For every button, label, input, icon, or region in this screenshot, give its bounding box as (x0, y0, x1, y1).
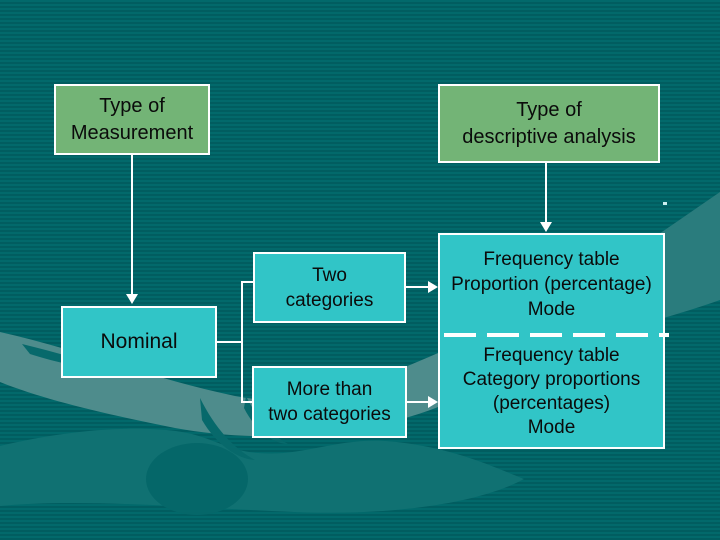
bracket-bottom-branch (243, 401, 252, 403)
background-speck (663, 202, 667, 205)
box-two-categories: Two categories (253, 252, 406, 323)
result-multi-categories-section: Frequency table Category proportions (pe… (440, 337, 663, 447)
box-more-than-two-categories: More than two categories (252, 366, 407, 438)
box-analysis-results: Frequency table Proportion (percentage) … (438, 233, 665, 449)
connector-more-than-two-to-results (407, 401, 429, 403)
bracket-top-branch (243, 281, 253, 283)
box-label: Nominal (100, 330, 178, 353)
claw-shape-1 (200, 398, 255, 460)
connector-analysis-to-results (545, 163, 547, 222)
dashed-divider (444, 333, 663, 337)
box-type-of-descriptive-analysis: Type of descriptive analysis (438, 84, 660, 163)
bracket-vertical-line (241, 281, 243, 403)
connector-two-categories-to-results (406, 286, 429, 288)
result-label: Frequency table Category proportions (pe… (462, 345, 641, 438)
box-nominal: Nominal (61, 306, 217, 378)
box-label: Type of Measurement (70, 94, 194, 144)
arrowhead-right (428, 396, 438, 408)
arrowhead-right (428, 281, 438, 293)
connector-measurement-to-nominal (131, 155, 133, 294)
wing-swoosh (0, 290, 608, 437)
arrowhead-down (540, 222, 552, 232)
box-label: Two categories (285, 264, 374, 311)
box-label: More than two categories (268, 379, 391, 425)
divider-dash-overhang (663, 333, 669, 337)
box-type-of-measurement: Type of Measurement (54, 84, 210, 155)
bottom-dark-blob (146, 443, 248, 515)
result-label: Frequency table Proportion (percentage) … (451, 248, 652, 320)
box-label: Type of descriptive analysis (462, 98, 636, 148)
connector-nominal-to-bracket (217, 341, 242, 343)
arrowhead-down (126, 294, 138, 304)
bottom-wave (0, 428, 524, 513)
result-two-categories-section: Frequency table Proportion (percentage) … (440, 235, 663, 333)
